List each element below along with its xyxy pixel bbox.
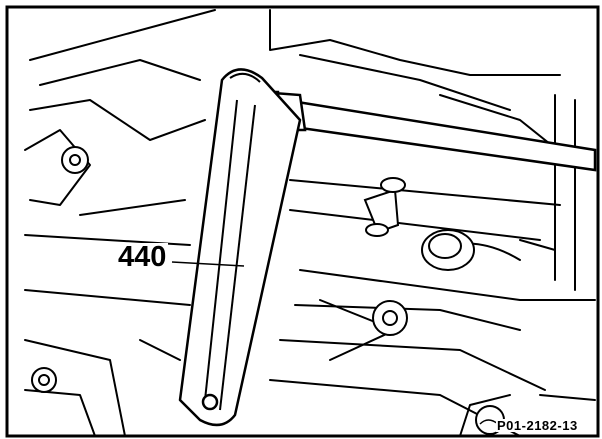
callout-leader-line	[171, 261, 245, 267]
part-number-callout: 440	[116, 241, 169, 273]
stud	[363, 177, 406, 237]
bolt-upper-left	[61, 146, 89, 174]
special-tool-wrench	[178, 68, 302, 427]
bolt-lower-left	[31, 367, 57, 393]
filler-opening	[421, 229, 475, 271]
figure-reference-code: P01-2182-13	[496, 418, 579, 433]
figure-frame	[5, 5, 600, 438]
bolt-center	[372, 300, 408, 336]
